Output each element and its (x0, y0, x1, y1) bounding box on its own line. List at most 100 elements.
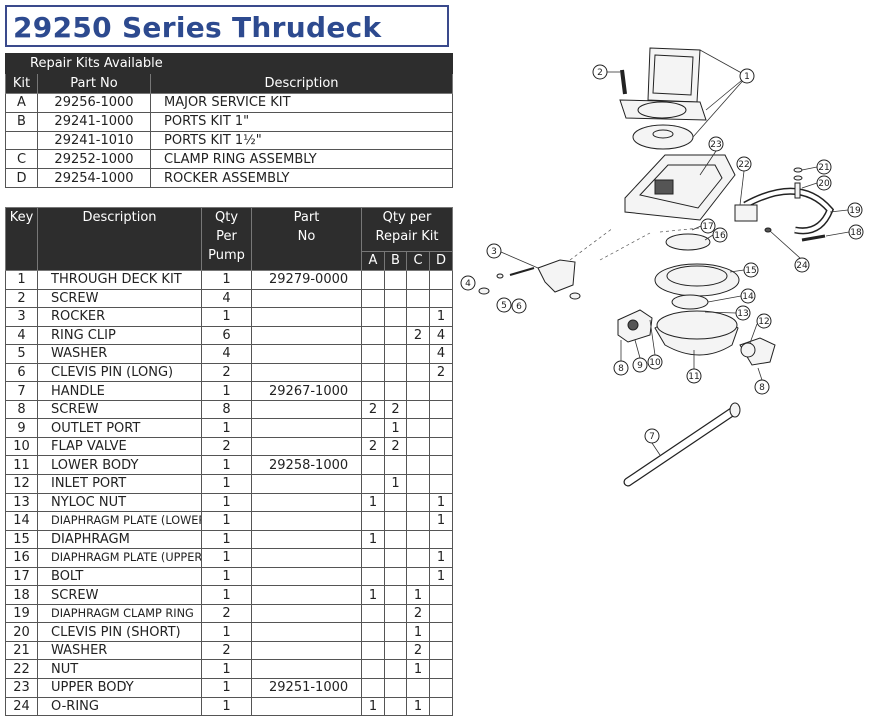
qty-per-pump-cell: 2 (201, 603, 252, 624)
part-no-cell: 29279-0000 (251, 270, 362, 290)
svg-text:6: 6 (516, 302, 522, 312)
kit-c-qty-cell (406, 678, 430, 698)
kit-c-qty-cell (406, 399, 430, 420)
kit-a-qty-cell: 1 (361, 492, 385, 513)
kit-a-qty-cell (361, 362, 385, 383)
callout-14: 14 (707, 288, 756, 304)
part-key-cell: 5 (5, 344, 38, 364)
part-no-cell (251, 548, 362, 568)
kit-b-qty-cell (384, 678, 407, 698)
part-description-cell: CLEVIS PIN (LONG) (37, 362, 202, 383)
kit-a-header: A (361, 251, 385, 271)
kit-b-qty-cell (384, 307, 407, 327)
callout-17: 17 (691, 218, 716, 234)
part-key-cell: 1 (5, 270, 38, 290)
part-description-cell: LOWER BODY (37, 455, 202, 476)
kit-a-qty-cell (361, 325, 385, 346)
kit-a-qty-cell (361, 659, 385, 680)
part-key-cell: 24 (5, 696, 38, 717)
part-key-cell: 18 (5, 585, 38, 605)
kit-c-qty-cell (406, 307, 430, 327)
kit-c-qty-cell (406, 529, 430, 550)
callout-20: 20 (801, 175, 832, 191)
qty-per-pump-cell: 1 (201, 418, 252, 438)
qty-per-pump-cell: 1 (201, 474, 252, 494)
qty-per-pump-cell: 8 (201, 399, 252, 420)
kit-b-qty-cell (384, 344, 407, 364)
part-key-cell: 9 (5, 418, 38, 438)
part-key-cell: 2 (5, 288, 38, 309)
svg-text:12: 12 (758, 317, 769, 327)
kit-b-qty-cell (384, 270, 407, 290)
kit-column-header: Kit (5, 73, 38, 94)
svg-text:8: 8 (759, 383, 765, 393)
kit-part-no-cell: 29252-1000 (37, 149, 151, 170)
kit-description-cell: CLAMP RING ASSEMBLY (149, 149, 454, 170)
kit-c-qty-cell (406, 436, 430, 457)
part-key-cell: 14 (5, 511, 38, 531)
qty-per-pump-cell: 6 (201, 325, 252, 346)
kit-c-header: C (406, 251, 430, 271)
svg-text:1: 1 (744, 72, 750, 82)
kit-cell: C (5, 149, 38, 170)
svg-text:5: 5 (501, 301, 507, 311)
svg-text:22: 22 (738, 160, 749, 170)
kit-a-qty-cell (361, 418, 385, 438)
part-key-cell: 21 (5, 640, 38, 661)
kit-d-qty-cell (429, 529, 453, 550)
callout-3: 3 (486, 243, 539, 269)
part-description-cell: UPPER BODY (37, 678, 202, 698)
svg-text:18: 18 (850, 228, 862, 238)
kit-b-qty-cell (384, 585, 407, 605)
part-no-column-header: Part No (37, 73, 151, 94)
kit-cell: B (5, 111, 38, 132)
svg-text:8: 8 (618, 364, 624, 374)
kit-b-qty-cell (384, 455, 407, 476)
part-key-cell: 8 (5, 399, 38, 420)
part-description-cell: DIAPHRAGM PLATE (LOWER) (37, 511, 202, 531)
part-key-cell: 10 (5, 436, 38, 457)
kit-a-qty-cell (361, 622, 385, 642)
qty-per-pump-cell: 1 (201, 529, 252, 550)
kit-c-qty-cell: 2 (406, 640, 430, 661)
kit-d-qty-cell (429, 585, 453, 605)
kit-c-qty-cell: 2 (406, 603, 430, 624)
part-no-header: Part No (251, 207, 362, 271)
kit-d-qty-cell (429, 381, 453, 401)
callout-2: 2 (592, 64, 620, 80)
qty-per-pump-cell: 1 (201, 548, 252, 568)
rocker-part (478, 259, 581, 300)
kit-d-qty-cell (429, 455, 453, 476)
kit-d-qty-cell: 1 (429, 511, 453, 531)
kit-c-qty-cell (406, 455, 430, 476)
svg-text:16: 16 (714, 231, 726, 241)
svg-text:21: 21 (818, 163, 829, 173)
kit-d-qty-cell (429, 659, 453, 680)
kit-b-qty-cell (384, 566, 407, 587)
part-no-cell (251, 529, 362, 550)
kit-d-qty-cell (429, 288, 453, 309)
kit-c-qty-cell: 1 (406, 659, 430, 680)
svg-text:11: 11 (688, 372, 699, 382)
kit-a-qty-cell: 1 (361, 529, 385, 550)
kit-b-qty-cell (384, 492, 407, 513)
key-column-header: Key (5, 207, 38, 271)
part-no-cell (251, 418, 362, 438)
part-key-cell: 11 (5, 455, 38, 476)
part-key-cell: 17 (5, 566, 38, 587)
part-description-cell: NYLOC NUT (37, 492, 202, 513)
qty-per-repair-kit-header: Qty per Repair Kit (361, 207, 453, 252)
lower-body-part (654, 310, 739, 356)
callout-16: 16 (704, 227, 728, 243)
title-box: 29250 Series Thrudeck (5, 5, 449, 47)
kit-d-qty-cell (429, 603, 453, 624)
kit-description-cell: PORTS KIT 1" (149, 111, 454, 132)
repair-kits-caption: Repair Kits Available (4, 53, 454, 74)
